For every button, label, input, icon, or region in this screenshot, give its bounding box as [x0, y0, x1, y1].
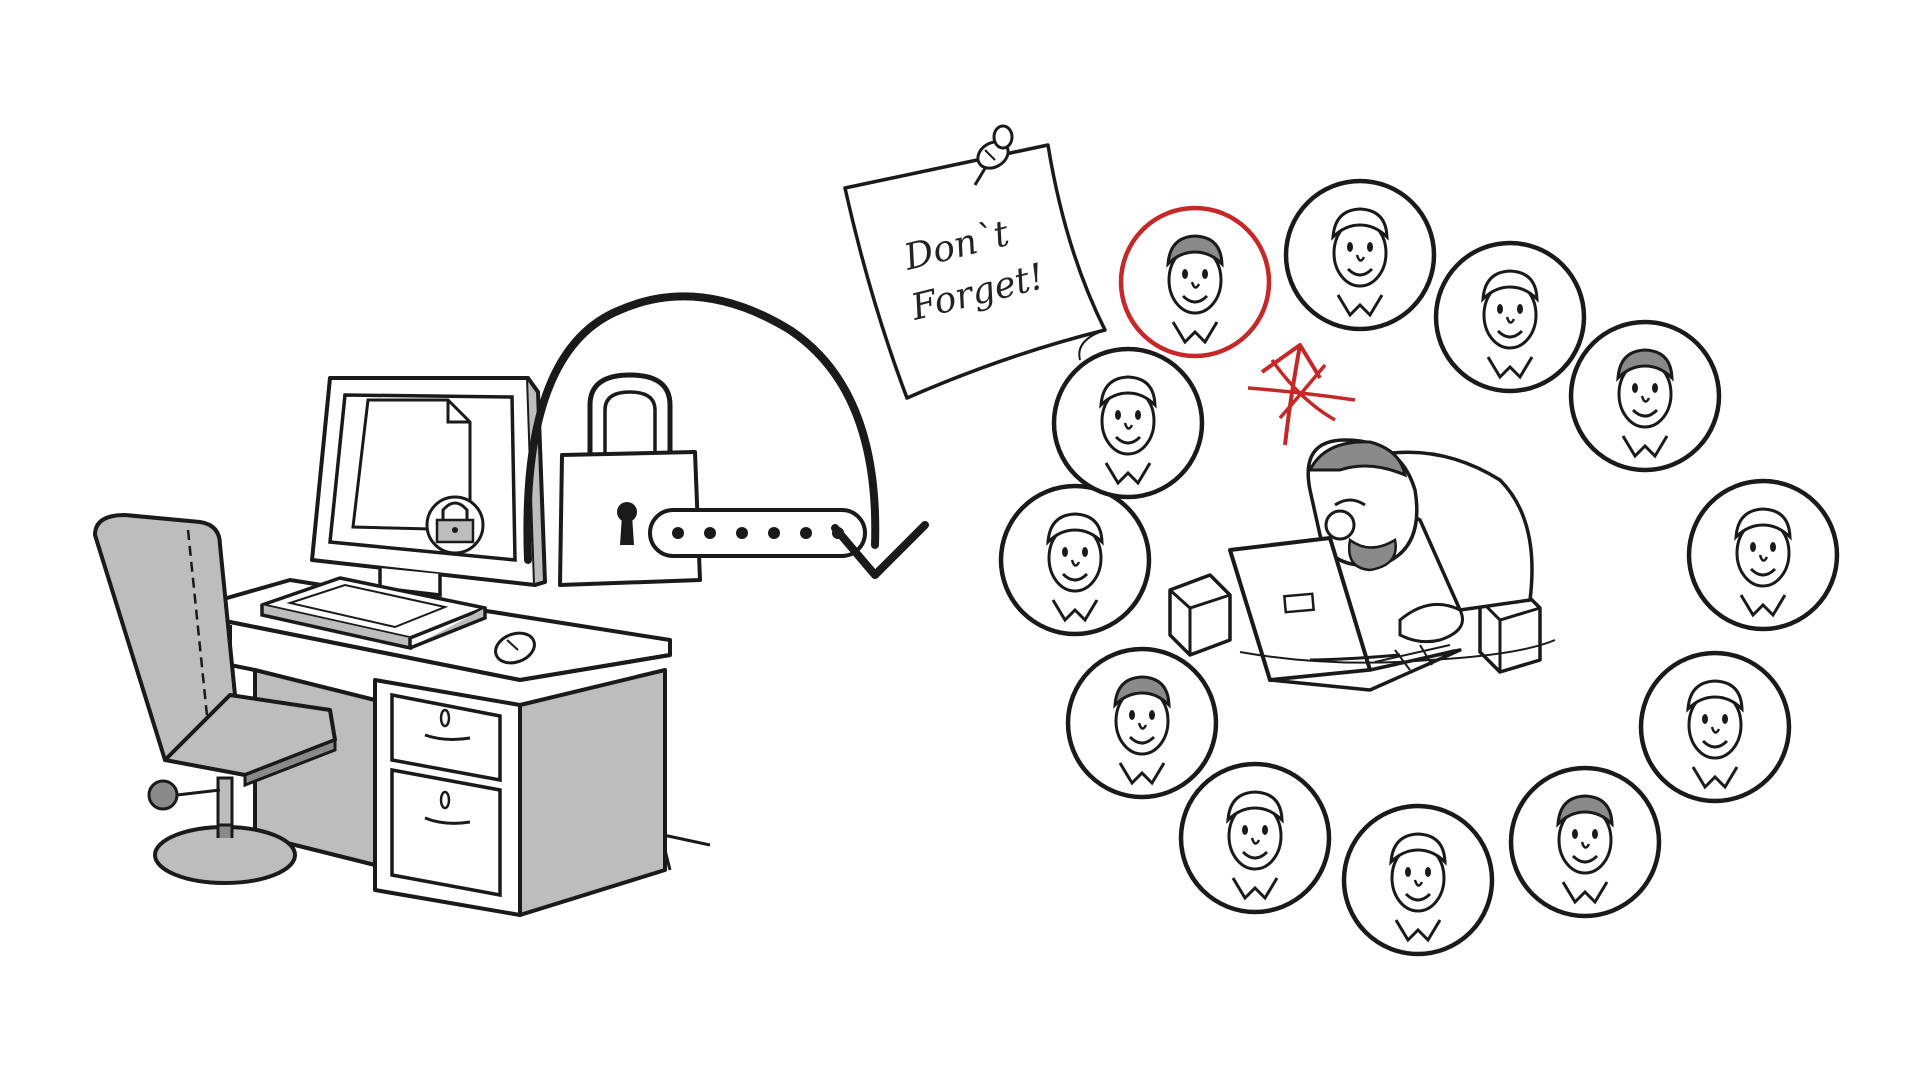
password-field: [648, 508, 867, 558]
crossed-arrow-icon: [1247, 343, 1356, 446]
person-avatar: [1065, 646, 1219, 800]
people-ring: [998, 178, 1840, 957]
person-avatar: [1638, 650, 1792, 804]
person-avatar: [1118, 205, 1272, 359]
office-chair: [93, 513, 337, 885]
person-avatar: [998, 483, 1152, 637]
person-avatar: [1178, 761, 1332, 915]
password-dot: [672, 527, 684, 539]
person-avatar: [1283, 178, 1437, 332]
person-avatar: [1433, 240, 1587, 394]
password-dot: [768, 527, 780, 539]
password-dot: [800, 527, 812, 539]
computer-icon: [260, 376, 547, 665]
password-dot: [704, 527, 716, 539]
sticky-note: Don`t Forget!: [843, 124, 1107, 400]
person-avatar: [1051, 346, 1205, 500]
curved-arrow-icon: [523, 292, 929, 579]
person-avatar: [1508, 765, 1662, 919]
desk-scene: [93, 376, 711, 917]
hacker-figure: [1168, 438, 1556, 692]
pushpin-icon: [973, 124, 1014, 186]
person-avatar: [1568, 319, 1722, 473]
password-dot: [736, 527, 748, 539]
person-avatar: [1341, 803, 1495, 957]
person-avatar: [1686, 478, 1840, 632]
